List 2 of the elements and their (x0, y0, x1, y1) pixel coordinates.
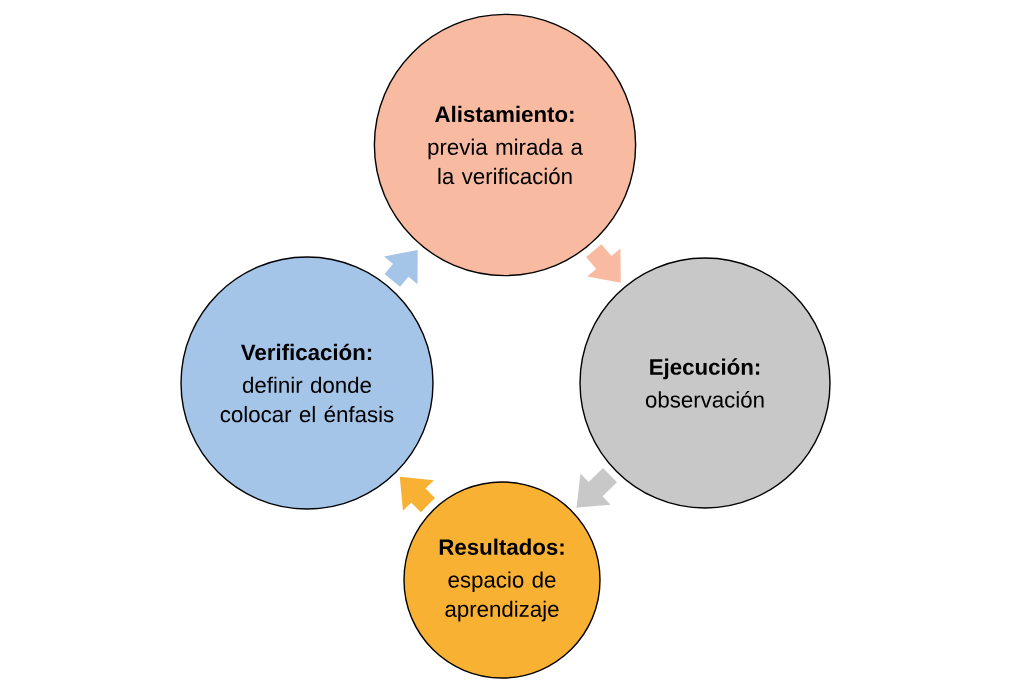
block-arrow (576, 468, 617, 508)
block-arrow (586, 244, 621, 283)
